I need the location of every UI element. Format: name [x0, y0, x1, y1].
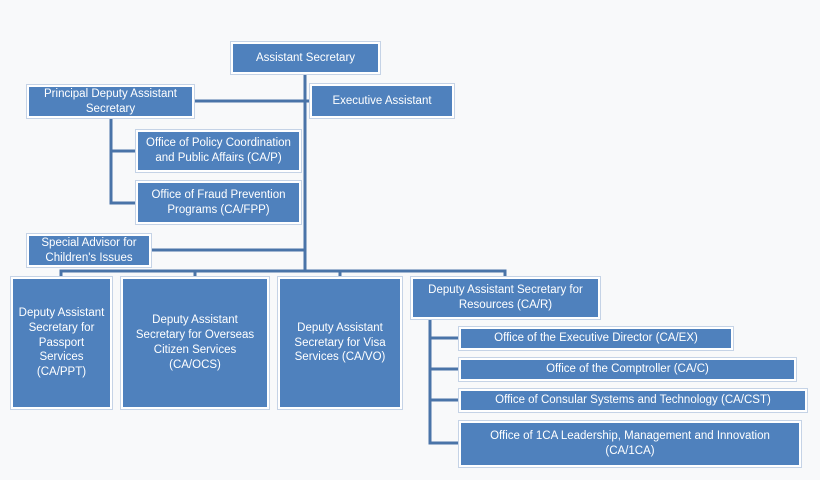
- das-visa-label: Deputy Assistant Secretary for Visa Serv…: [294, 321, 386, 364]
- das-passport-label: Deputy Assistant Secretary for Passport …: [18, 306, 105, 379]
- special-advisor-box: Special Advisor for Children's Issues: [27, 234, 151, 267]
- comptroller-label: Office of the Comptroller (CA/C): [546, 363, 709, 376]
- assistant-secretary-box: Assistant Secretary: [231, 42, 380, 74]
- fraud-prevention-label: Office of Fraud Prevention Programs (CA/…: [151, 188, 286, 216]
- principal-deputy-label: Principal Deputy Assistant Secretary: [44, 87, 177, 115]
- executive-director-box: Office of the Executive Director (CA/EX): [459, 327, 733, 350]
- leadership-innovation-box: Office of 1CA Leadership, Management and…: [459, 421, 801, 467]
- policy-coordination-box: Office of Policy Coordination and Public…: [136, 130, 301, 172]
- das-resources-box: Deputy Assistant Secretary for Resources…: [411, 277, 600, 319]
- policy-coordination-label: Office of Policy Coordination and Public…: [146, 137, 291, 164]
- principal-deputy-box: Principal Deputy Assistant Secretary: [27, 85, 194, 118]
- comptroller-box: Office of the Comptroller (CA/C): [459, 358, 796, 381]
- das-overseas-box: Deputy Assistant Secretary for Overseas …: [121, 277, 269, 409]
- consular-systems-box: Office of Consular Systems and Technolog…: [459, 389, 807, 412]
- fraud-prevention-box: Office of Fraud Prevention Programs (CA/…: [136, 181, 301, 224]
- leadership-innovation-label: Office of 1CA Leadership, Management and…: [490, 430, 770, 457]
- das-visa-box: Deputy Assistant Secretary for Visa Serv…: [278, 277, 402, 409]
- special-advisor-label: Special Advisor for Children's Issues: [41, 236, 137, 264]
- executive-assistant-box: Executive Assistant: [310, 84, 454, 118]
- executive-director-label: Office of the Executive Director (CA/EX): [494, 332, 698, 345]
- consular-systems-label: Office of Consular Systems and Technolog…: [495, 394, 771, 407]
- assistant-secretary-label: Assistant Secretary: [255, 51, 356, 64]
- executive-assistant-label: Executive Assistant: [332, 94, 432, 107]
- das-passport-box: Deputy Assistant Secretary for Passport …: [11, 277, 112, 409]
- das-resources-label: Deputy Assistant Secretary for Resources…: [428, 284, 583, 311]
- das-overseas-label: Deputy Assistant Secretary for Overseas …: [135, 314, 255, 371]
